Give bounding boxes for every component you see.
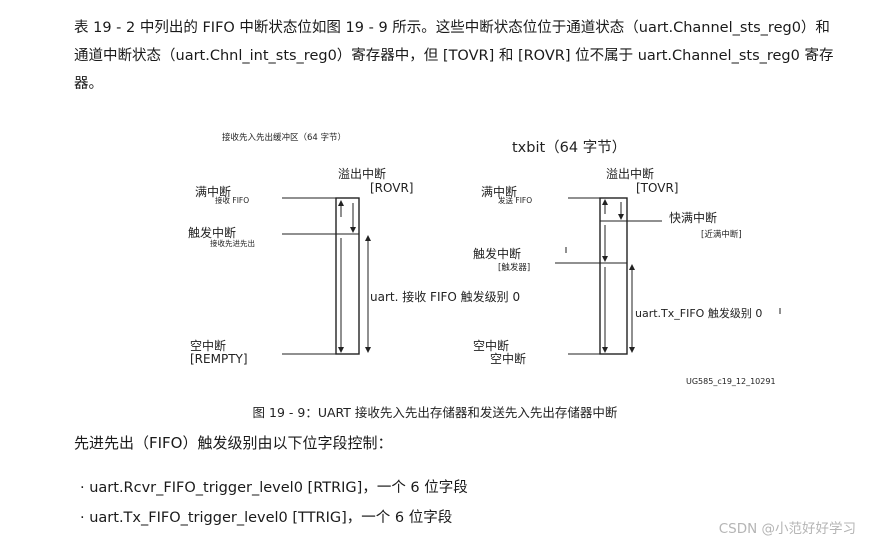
tx-trigger-label: 触发中断: [473, 246, 521, 261]
rx-level-label: uart. 接收 FIFO 触发级别 0: [370, 289, 520, 304]
figure-code: UG585_c19_12_10291: [686, 377, 776, 386]
watermark: CSDN @小范好好学习: [718, 521, 856, 537]
tx-overflow-label: 溢出中断: [606, 166, 654, 181]
rx-fifo-title: 接收先入先出缓冲区（64 字节）: [222, 132, 346, 143]
rx-full-label: 满中断: [195, 184, 231, 199]
tx-full-label: 满中断: [481, 184, 517, 199]
tx-trigger-sub: [触发器]: [498, 262, 530, 273]
rx-overflow-reg: [ROVR]: [370, 181, 413, 195]
rx-fifo-box: [282, 197, 371, 355]
fifo-interrupt-figure: 接收先入先出缓冲区（64 字节） 溢出中断 [ROVR] 满中断 接收 FIFO…: [188, 132, 781, 386]
tx-fifo-box: [555, 197, 781, 355]
figure-caption: 图 19 - 9：UART 接收先入先出存储器和发送先入先出存储器中断: [252, 405, 618, 420]
tx-nearly-full-sub: [近满中断]: [701, 229, 742, 240]
bullet-ttrig: · uart.Tx_FIFO_trigger_level0 [TTRIG]，一个…: [80, 510, 453, 526]
rx-empty-reg: [REMPTY]: [190, 352, 248, 366]
intro-line-1: 表 19 - 2 中列出的 FIFO 中断状态位如图 19 - 9 所示。这些中…: [74, 20, 830, 36]
rx-trigger-label: 触发中断: [188, 225, 236, 240]
tx-fifo-title: txbit（64 字节）: [512, 139, 626, 156]
tx-empty-sub: 空中断: [490, 351, 526, 366]
bullet-rtrig: · uart.Rcvr_FIFO_trigger_level0 [RTRIG]，…: [80, 480, 468, 496]
rx-full-sub: 接收 FIFO: [215, 195, 249, 205]
rx-trigger-sub: 接收先进先出: [210, 238, 255, 248]
tx-overflow-reg: [TOVR]: [636, 181, 678, 195]
rx-empty-label: 空中断: [190, 338, 226, 353]
tx-full-sub: 发送 FIFO: [498, 195, 532, 205]
trigger-level-intro: 先进先出（FIFO）触发级别由以下位字段控制：: [74, 434, 393, 452]
intro-paragraph: 表 19 - 2 中列出的 FIFO 中断状态位如图 19 - 9 所示。这些中…: [74, 14, 854, 98]
tx-nearly-full-label: 快满中断: [669, 210, 717, 225]
rx-overflow-label: 溢出中断: [338, 166, 386, 181]
tx-level-label: uart.Tx_FIFO 触发级别 0: [635, 306, 762, 320]
tx-empty-label: 空中断: [473, 338, 509, 353]
intro-line-2: 通道中断状态（uart.Chnl_int_sts_reg0）寄存器中，但 [TO…: [74, 48, 834, 64]
intro-line-3: 器。: [74, 76, 103, 92]
